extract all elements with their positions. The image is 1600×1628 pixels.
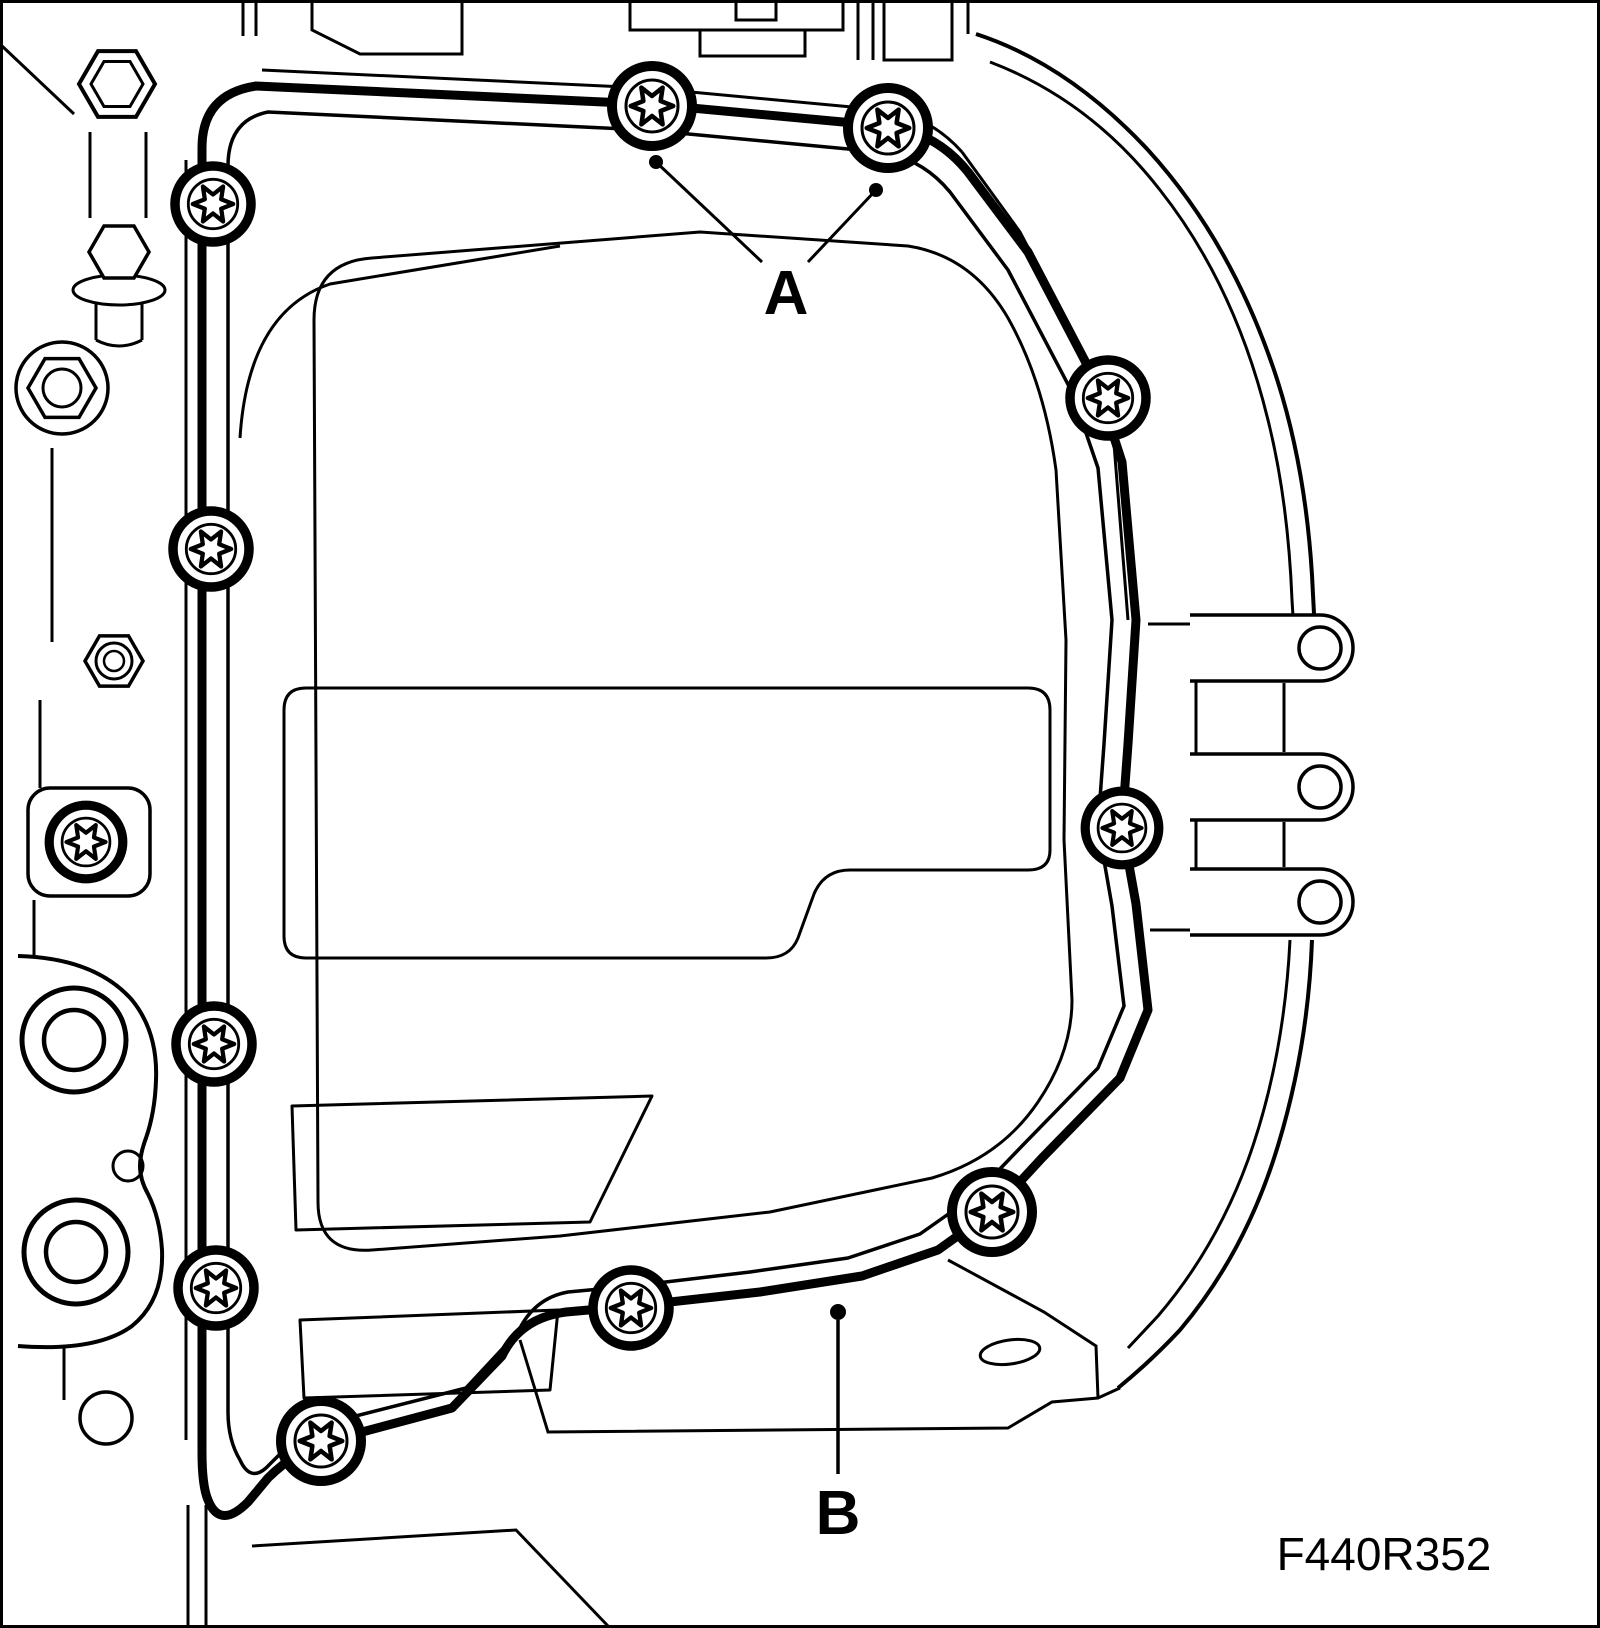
upper-tab	[734, 3, 778, 22]
hex-nut-washer	[14, 340, 110, 436]
upper-machinery-lines	[241, 3, 970, 62]
washer-ring	[14, 340, 110, 436]
torx-screw-2	[848, 88, 928, 168]
callout-a: A	[649, 155, 883, 328]
leader-line-a2	[806, 188, 878, 264]
bell-housing	[975, 32, 1355, 1390]
torx-plug-boss	[26, 786, 152, 898]
nut-ring	[94, 641, 134, 681]
hex-bolt-face	[89, 60, 145, 108]
torx-screw-7	[176, 1006, 252, 1082]
lug-hole-3	[1297, 879, 1343, 925]
flange-hex-bolt	[86, 224, 152, 280]
pan-slot	[978, 1337, 1042, 1367]
pan-lower-edge	[251, 1528, 610, 1628]
torx-screw-4	[1070, 360, 1146, 436]
lug-hole-2	[1297, 764, 1343, 810]
bell-outer-edge	[1116, 939, 1314, 1390]
cover-raised-panel	[312, 230, 1074, 1252]
torx-screw-11	[281, 1401, 361, 1481]
callout-dot-b	[830, 1304, 846, 1320]
mounting-boss-outline	[17, 954, 165, 1350]
small-hole	[111, 1149, 145, 1183]
callout-b: B	[816, 1304, 861, 1548]
small-hex-nut	[82, 634, 146, 688]
torx-screw-10	[593, 1270, 669, 1346]
pan-corner-edge	[947, 1258, 1100, 1399]
lower-recess-1	[290, 1094, 654, 1232]
torx-screw-3	[175, 166, 251, 242]
upper-rail	[628, 3, 845, 32]
pan-bottom-edge	[518, 1339, 1121, 1434]
torx-screw-8	[952, 1172, 1032, 1252]
left-block-details	[0, 44, 208, 1625]
callout-b-label: B	[816, 1479, 861, 1548]
torx-screw-6	[1085, 791, 1159, 865]
bell-inner-arc	[989, 60, 1295, 617]
nut-bore	[102, 649, 126, 673]
upper-block	[882, 3, 954, 62]
pan-details	[251, 1258, 1121, 1628]
small-bore	[78, 1390, 134, 1446]
block-edge-line	[0, 44, 76, 116]
lower-recess-2	[298, 1308, 560, 1400]
figure-code: F440R352	[1277, 1528, 1492, 1580]
boss-eye-bore	[41, 1007, 107, 1073]
lug-hole-1	[1297, 625, 1343, 671]
boss-eye-bore	[43, 1219, 109, 1285]
hex-bolt	[76, 49, 158, 119]
torx-plug-icon	[49, 805, 123, 879]
boss-line	[95, 338, 143, 348]
torx-screw-9	[178, 1250, 254, 1326]
boss-eye-outer	[21, 1197, 131, 1307]
bell-outer-edge	[975, 32, 1316, 615]
hex-nut	[25, 356, 99, 420]
torx-screw-5	[173, 511, 249, 587]
hex-bolt-head	[76, 49, 158, 119]
bell-inner-arc	[1126, 939, 1292, 1350]
upper-bracket-2	[698, 30, 807, 58]
leader-line-a1	[654, 160, 764, 264]
central-recess	[282, 686, 1052, 960]
upper-bracket	[310, 3, 464, 56]
boss-eye-outer	[19, 985, 129, 1095]
callout-a-label: A	[764, 259, 809, 328]
hex-bolt-head	[86, 224, 152, 280]
nut-bore	[41, 367, 83, 409]
torx-screw-1	[612, 66, 692, 146]
